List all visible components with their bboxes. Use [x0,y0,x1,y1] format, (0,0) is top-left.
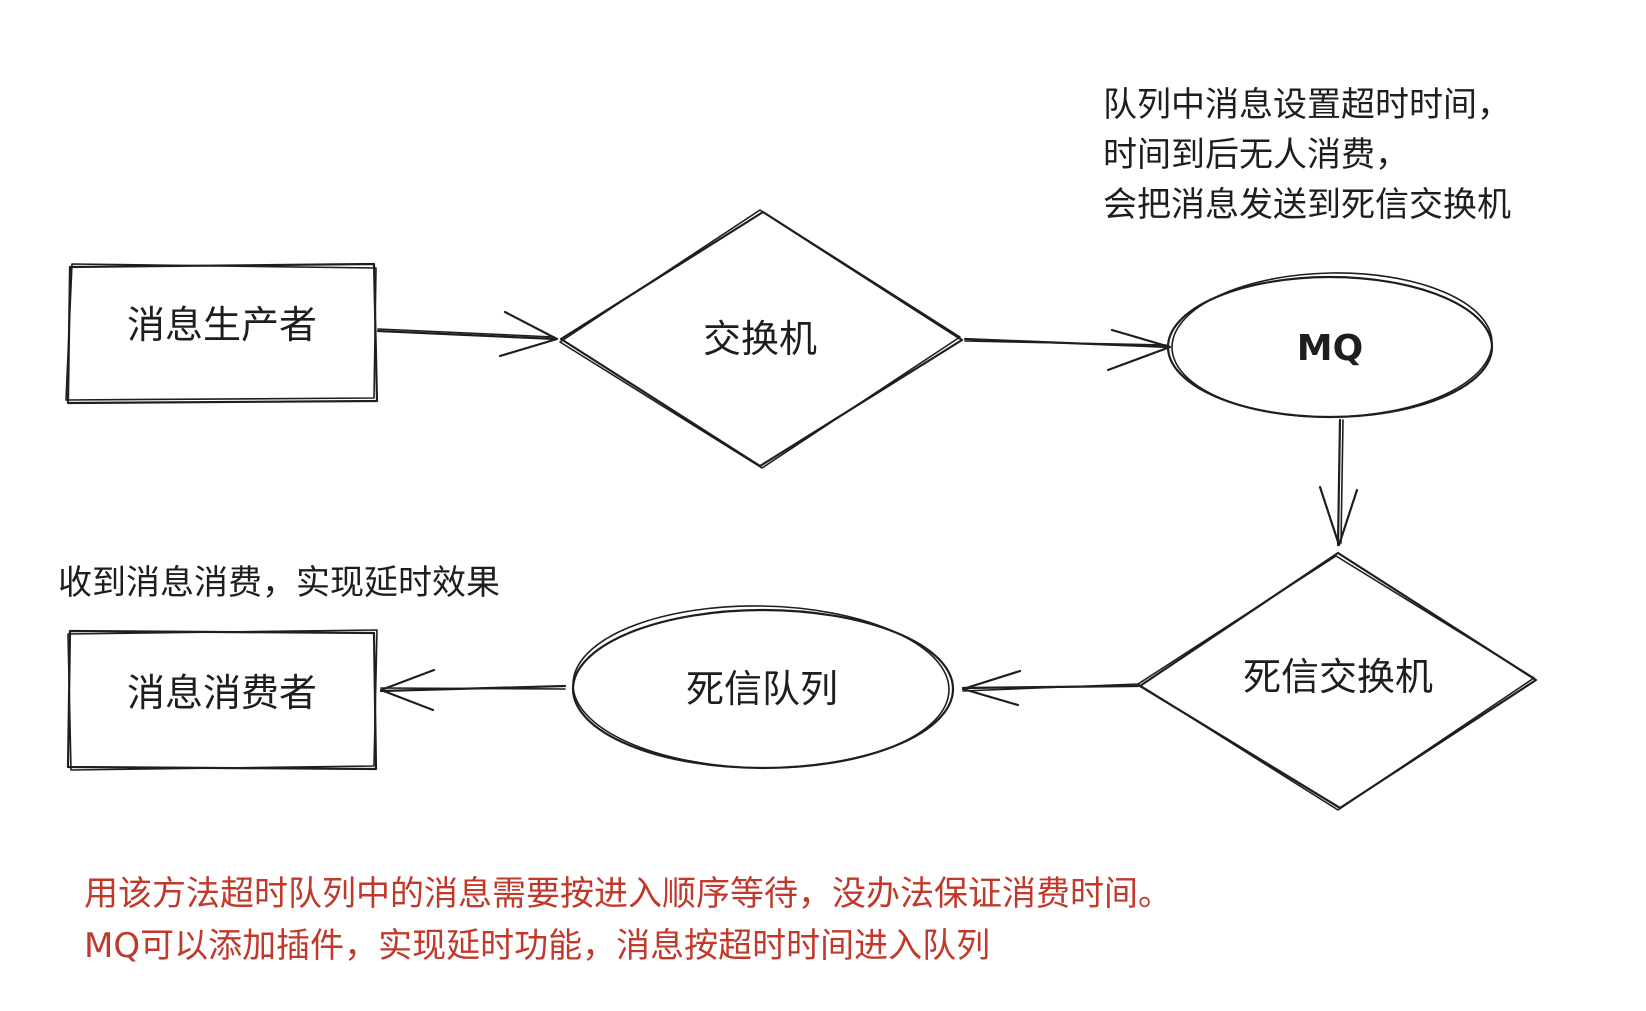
consumer-label: 消息消费者 [127,671,317,715]
producer-label: 消息生产者 [127,303,317,347]
footer-note-line-1: 用该方法超时队列中的消息需要按进入顺序等待，没办法保证消费时间。 [84,874,1172,914]
dead-letter-queue-node: 死信队列 [571,605,955,770]
arrow-dlq-to-consumer [379,668,567,712]
dead-letter-exchange-label: 死信交换机 [1243,655,1433,699]
consumer-note: 收到消息消费，实现延时效果 [58,563,500,603]
mq-note-line-1: 队列中消息设置超时时间， [1103,85,1511,125]
exchange-label: 交换机 [703,317,817,361]
arrow-exchange-to-mq [963,328,1172,372]
arrow-producer-to-exchange [376,310,559,358]
dead-letter-queue-label: 死信队列 [686,667,838,711]
footer-note-line-2: MQ可以添加插件，实现延时功能，消息按超时时间进入队列 [84,926,991,966]
mq-note: 队列中消息设置超时时间， 时间到后无人消费， 会把消息发送到死信交换机 [1103,80,1511,230]
mq-note-line-3: 会把消息发送到死信交换机 [1103,185,1511,225]
mq-node: MQ [1166,272,1494,419]
exchange-node: 交换机 [559,209,964,469]
arrow-mq-to-dlx [1318,418,1359,547]
dead-letter-exchange-node: 死信交换机 [1137,551,1538,811]
producer-node: 消息生产者 [65,262,379,405]
arrow-dlx-to-dlq [961,669,1140,707]
mq-note-line-2: 时间到后无人消费， [1103,135,1409,175]
consumer-node: 消息消费者 [66,629,378,771]
mq-label: MQ [1297,328,1363,369]
footer-note: 用该方法超时队列中的消息需要按进入顺序等待，没办法保证消费时间。 MQ可以添加插… [84,868,1172,972]
